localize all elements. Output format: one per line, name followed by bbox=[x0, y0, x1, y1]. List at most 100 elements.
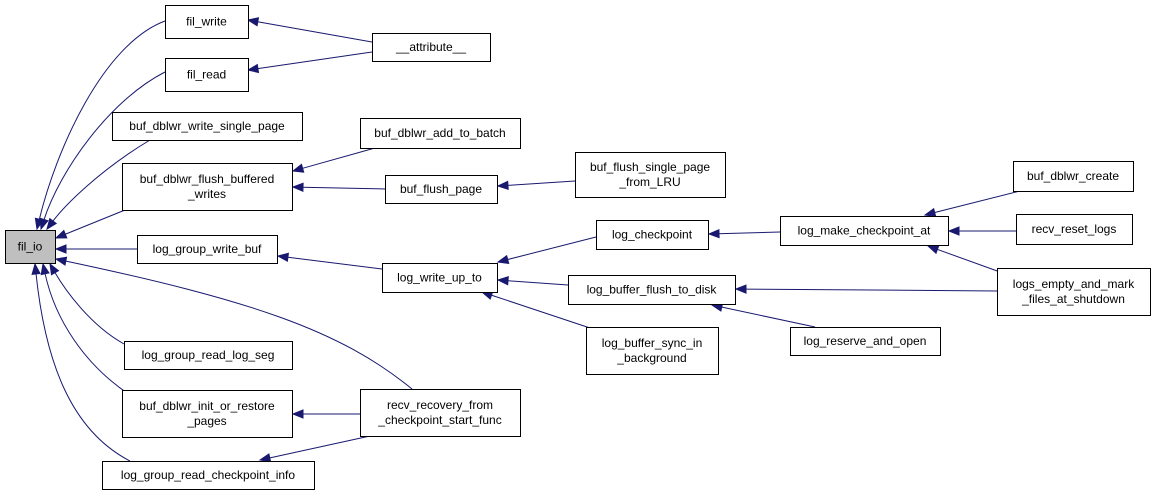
node-box-log_group_read_checkpoint_info[interactable] bbox=[102, 461, 315, 490]
node-log_make_checkpoint_at[interactable]: log_make_checkpoint_at bbox=[780, 216, 949, 246]
edge-log_group_read_checkpoint_info-to-fil_io bbox=[35, 272, 131, 462]
edge-logs_empty_and_mark_files_at_shutdown-to-log_make_checkpoint_at bbox=[936, 248, 1001, 273]
node-box-buf_dblwr_add_to_batch[interactable] bbox=[360, 118, 521, 149]
node-box-log_reserve_and_open[interactable] bbox=[790, 327, 941, 356]
node-box-recv_recovery_from_checkpoint_start_func[interactable] bbox=[360, 389, 521, 437]
node-box-log_buffer_sync_in_background[interactable] bbox=[586, 327, 719, 375]
node-buf_flush_single_page_from_LRU[interactable]: buf_flush_single_page_from_LRU bbox=[575, 152, 726, 198]
node-box-fil_write[interactable] bbox=[165, 5, 249, 39]
arrowhead-log_group_read_log_seg-to-fil_io bbox=[49, 262, 60, 276]
node-log_group_read_log_seg[interactable]: log_group_read_log_seg bbox=[124, 341, 293, 370]
arrowhead-recv_recovery_from_checkpoint_start_func-to-fil_io bbox=[54, 256, 68, 266]
node-box-buf_dblwr_create[interactable] bbox=[1013, 161, 1134, 192]
node-buf_dblwr_write_single_page[interactable]: buf_dblwr_write_single_page bbox=[112, 112, 303, 141]
arrowhead-log_write_up_to-to-log_group_write_buf bbox=[276, 252, 289, 262]
node-box-recv_reset_logs[interactable] bbox=[1016, 214, 1133, 245]
arrowhead-log_make_checkpoint_at-to-log_checkpoint bbox=[707, 228, 720, 239]
node-log_write_up_to[interactable]: log_write_up_to bbox=[382, 263, 498, 293]
edge-log_buffer_sync_in_background-to-log_write_up_to bbox=[490, 294, 591, 329]
node-label-log_write_up_to: log_write_up_to bbox=[397, 271, 482, 285]
edge-buf_dblwr_init_or_restore_pages-to-fil_io bbox=[44, 272, 131, 396]
arrowhead-fil_read-to-fil_io bbox=[39, 217, 49, 231]
node-label-buf_flush_single_page_from_LRU-line-2: _from_LRU bbox=[618, 175, 680, 189]
node-buf_dblwr_add_to_batch[interactable]: buf_dblwr_add_to_batch bbox=[360, 118, 521, 149]
edge-log_group_read_log_seg-to-fil_io bbox=[54, 271, 125, 345]
node-fil_io[interactable]: fil_io bbox=[5, 230, 56, 264]
node-box-fil_read[interactable] bbox=[165, 58, 249, 92]
node-buf_dblwr_flush_buffered_writes[interactable]: buf_dblwr_flush_buffered_writes bbox=[122, 163, 293, 211]
node-box-buf_flush_single_page_from_LRU[interactable] bbox=[575, 152, 726, 198]
node-box-log_make_checkpoint_at[interactable] bbox=[780, 216, 949, 246]
edge-log_reserve_and_open-to-log_buffer_flush_to_disk bbox=[720, 306, 816, 328]
node-box-fil_io[interactable] bbox=[5, 230, 56, 264]
edge-attribute-to-fil_write bbox=[256, 21, 373, 43]
node-log_buffer_sync_in_background[interactable]: log_buffer_sync_in_background bbox=[586, 327, 719, 375]
node-box-buf_dblwr_flush_buffered_writes[interactable] bbox=[122, 163, 293, 211]
node-label-log_group_read_log_seg: log_group_read_log_seg bbox=[142, 348, 275, 362]
node-buf_dblwr_init_or_restore_pages[interactable]: buf_dblwr_init_or_restore_pages bbox=[122, 390, 293, 438]
arrowhead-buf_dblwr_add_to_batch-to-buf_dblwr_flush_buffered_writes bbox=[291, 163, 305, 173]
edge-buf_flush_single_page_from_LRU-to-buf_flush_page bbox=[506, 180, 576, 186]
arrowhead-attribute-to-fil_read bbox=[246, 63, 260, 74]
node-label-log_group_read_checkpoint_info: log_group_read_checkpoint_info bbox=[121, 468, 295, 482]
node-box-log_checkpoint[interactable] bbox=[596, 220, 709, 250]
node-label-buf_dblwr_flush_buffered_writes-line-1: buf_dblwr_flush_buffered bbox=[140, 172, 275, 186]
node-box-log_buffer_flush_to_disk[interactable] bbox=[568, 275, 736, 305]
node-log_group_read_checkpoint_info[interactable]: log_group_read_checkpoint_info bbox=[102, 461, 315, 490]
edge-fil_read-to-fil_io bbox=[43, 71, 166, 221]
node-label-log_buffer_flush_to_disk: log_buffer_flush_to_disk bbox=[587, 283, 718, 297]
node-label-log_group_write_buf: log_group_write_buf bbox=[153, 242, 262, 256]
node-label-buf_dblwr_init_or_restore_pages-line-1: buf_dblwr_init_or_restore bbox=[139, 399, 275, 413]
node-log_checkpoint[interactable]: log_checkpoint bbox=[596, 220, 709, 250]
edge-log_make_checkpoint_at-to-log_checkpoint bbox=[717, 231, 781, 235]
node-fil_read[interactable]: fil_read bbox=[165, 58, 249, 92]
node-buf_flush_page[interactable]: buf_flush_page bbox=[385, 175, 498, 204]
node-label-recv_recovery_from_checkpoint_start_func-line-1: recv_recovery_from bbox=[387, 398, 493, 412]
node-layer: fil_io fil_write fil_read __attribute__ buf_… bbox=[5, 5, 1151, 490]
node-logs_empty_and_mark_files_at_shutdown[interactable]: logs_empty_and_mark_files_at_shutdown bbox=[997, 268, 1151, 316]
node-label-log_buffer_sync_in_background-line-2: _background bbox=[616, 351, 686, 365]
node-box-log_write_up_to[interactable] bbox=[382, 263, 498, 293]
node-fil_write[interactable]: fil_write bbox=[165, 5, 249, 39]
node-log_buffer_flush_to_disk[interactable]: log_buffer_flush_to_disk bbox=[568, 275, 736, 305]
arrowhead-logs_empty_and_mark_files_at_shutdown-to-log_make_checkpoint_at bbox=[926, 245, 940, 255]
edge-buf_dblwr_create-to-log_make_checkpoint_at bbox=[933, 190, 1021, 214]
node-log_group_write_buf[interactable]: log_group_write_buf bbox=[137, 235, 278, 264]
node-label-buf_flush_page: buf_flush_page bbox=[400, 182, 482, 196]
edge-attribute-to-fil_read bbox=[256, 51, 373, 70]
node-label-log_buffer_sync_in_background-line-1: log_buffer_sync_in bbox=[602, 336, 703, 350]
node-label-fil_io: fil_io bbox=[18, 240, 43, 254]
arrowhead-recv_recovery_from_checkpoint_start_func-to-buf_dblwr_init_or_restore_pages bbox=[291, 409, 304, 419]
node-label-log_checkpoint: log_checkpoint bbox=[612, 228, 693, 242]
node-box-attribute[interactable] bbox=[372, 33, 491, 62]
arrowhead-recv_recovery_from_checkpoint_start_func-to-log_group_read_checkpoint_info bbox=[258, 453, 272, 463]
node-attribute[interactable]: __attribute__ bbox=[372, 33, 491, 62]
node-label-buf_dblwr_flush_buffered_writes-line-2: _writes bbox=[187, 187, 226, 201]
node-label-log_reserve_and_open: log_reserve_and_open bbox=[804, 334, 927, 348]
edge-buf_dblwr_write_single_page-to-fil_io bbox=[52, 139, 151, 223]
node-buf_dblwr_create[interactable]: buf_dblwr_create bbox=[1013, 161, 1134, 192]
edge-buf_flush_page-to-buf_dblwr_flush_buffered_writes bbox=[301, 186, 386, 190]
node-recv_reset_logs[interactable]: recv_reset_logs bbox=[1016, 214, 1133, 245]
node-log_reserve_and_open[interactable]: log_reserve_and_open bbox=[790, 327, 941, 356]
node-box-buf_dblwr_write_single_page[interactable] bbox=[112, 112, 303, 141]
node-box-buf_flush_page[interactable] bbox=[385, 175, 498, 204]
arrowhead-log_group_write_buf-to-fil_io bbox=[54, 244, 67, 254]
edge-layer bbox=[31, 17, 1021, 463]
edge-log_buffer_flush_to_disk-to-log_write_up_to bbox=[506, 280, 569, 286]
node-box-logs_empty_and_mark_files_at_shutdown[interactable] bbox=[997, 268, 1151, 316]
node-label-log_make_checkpoint_at: log_make_checkpoint_at bbox=[798, 224, 931, 238]
edge-recv_recovery_from_checkpoint_start_func-to-fil_io bbox=[64, 260, 413, 390]
arrowhead-buf_dblwr_init_or_restore_pages-to-fil_io bbox=[40, 262, 50, 276]
arrowhead-logs_empty_and_mark_files_at_shutdown-to-log_buffer_flush_to_disk bbox=[734, 284, 747, 294]
node-box-log_group_read_log_seg[interactable] bbox=[124, 341, 293, 370]
arrowhead-log_buffer_flush_to_disk-to-log_write_up_to bbox=[496, 275, 509, 286]
node-box-log_group_write_buf[interactable] bbox=[137, 235, 278, 264]
arrowhead-buf_flush_single_page_from_LRU-to-buf_flush_page bbox=[496, 180, 509, 191]
node-label-recv_reset_logs: recv_reset_logs bbox=[1032, 222, 1117, 236]
edge-log_checkpoint-to-log_write_up_to bbox=[506, 236, 597, 261]
node-box-buf_dblwr_init_or_restore_pages[interactable] bbox=[122, 390, 293, 438]
node-recv_recovery_from_checkpoint_start_func[interactable]: recv_recovery_from_checkpoint_start_func bbox=[360, 389, 521, 437]
arrowhead-buf_dblwr_flush_buffered_writes-to-fil_io bbox=[54, 229, 68, 239]
